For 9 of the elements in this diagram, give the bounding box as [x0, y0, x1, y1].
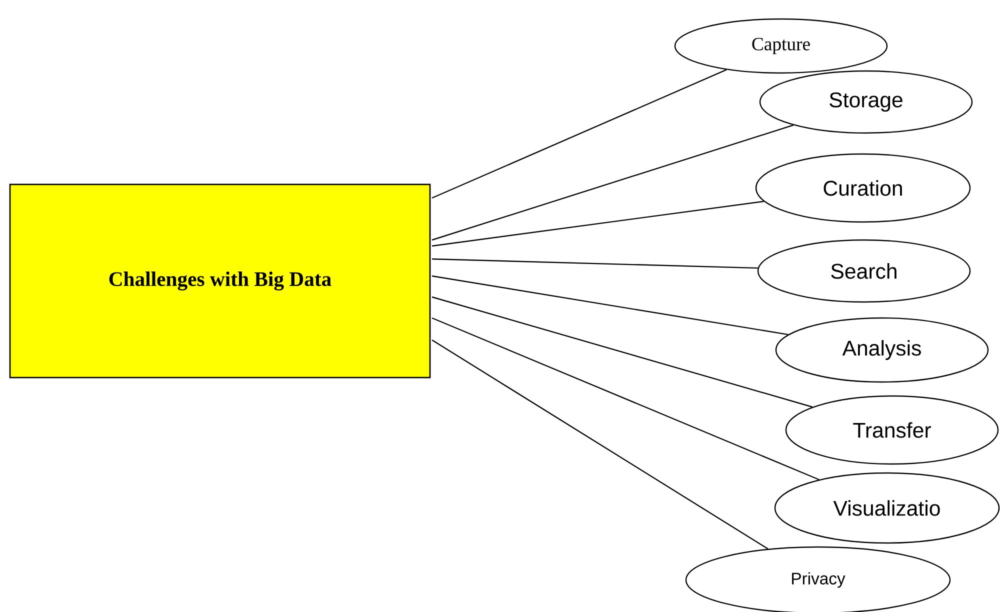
connector-line	[432, 200, 764, 247]
connector-line	[432, 69, 727, 199]
connector-line	[432, 258, 758, 269]
connector-line	[432, 340, 768, 550]
connector-line	[432, 124, 794, 241]
connector-line	[432, 275, 788, 336]
connector-line	[432, 317, 820, 480]
connector-line	[432, 296, 813, 408]
title-box: Challenges with Big Data	[9, 184, 431, 378]
